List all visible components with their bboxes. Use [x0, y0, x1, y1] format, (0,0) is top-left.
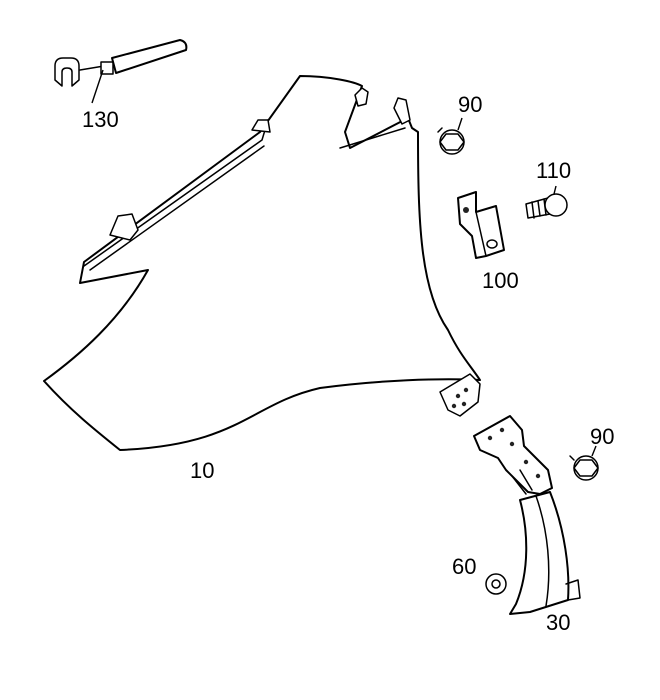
fender-tab-rear: [393, 97, 411, 125]
nut-stud: [569, 455, 575, 461]
bracket-hole: [463, 207, 469, 213]
fender-tab-top: [251, 119, 271, 133]
fender-tab-front: [109, 213, 139, 241]
bracket-100: 100: [457, 191, 519, 293]
liner-lower: [509, 491, 570, 615]
label-90-bottom: 90: [590, 424, 614, 449]
bracket-slot: [486, 239, 498, 249]
bolt-110: 110: [525, 158, 571, 219]
fender-10: 10: [43, 75, 481, 483]
clip-stem: [79, 65, 105, 71]
liner-hole: [509, 441, 515, 447]
nut-90-top: 90: [437, 92, 482, 155]
nut-stud: [437, 127, 443, 133]
clip-outline: [54, 57, 80, 87]
liner-hole: [499, 427, 505, 433]
label-30: 30: [546, 610, 570, 635]
liner-upper: [473, 415, 553, 495]
bracket-body: [457, 191, 505, 259]
washer-60: 60: [452, 554, 507, 595]
liner-detail: [511, 469, 533, 495]
bracket-fold: [475, 211, 487, 257]
plate-hole: [451, 403, 457, 409]
fender-panel: [43, 75, 481, 451]
seal-strip: [111, 39, 188, 74]
label-10: 10: [190, 458, 214, 483]
liner-bracket-30: 30: [473, 415, 581, 635]
leader-90-top: [457, 117, 463, 131]
liner-rib: [535, 495, 550, 607]
washer-outer: [485, 573, 507, 595]
nut-hex: [439, 133, 465, 151]
fender-flange: [339, 127, 406, 149]
clip-seal-130: 130: [54, 39, 188, 132]
washer-inner: [491, 579, 501, 589]
liner-tab: [565, 579, 581, 601]
liner-hole: [487, 435, 493, 441]
seal-cap: [100, 61, 114, 75]
fender-tab-mid: [354, 87, 369, 107]
leader-90-bottom: [591, 445, 597, 457]
plate-hole: [461, 401, 467, 407]
nut-90-bottom: 90: [569, 424, 614, 481]
bolt-head: [544, 193, 568, 217]
liner-hole: [523, 459, 529, 465]
label-130: 130: [82, 107, 119, 132]
label-110: 110: [536, 158, 571, 183]
label-90-top: 90: [458, 92, 482, 117]
label-60: 60: [452, 554, 476, 579]
leader-130: [91, 69, 104, 104]
fender-edge-inner: [89, 145, 265, 271]
leader-110: [553, 185, 557, 195]
fender-rear-plate: [439, 373, 481, 417]
liner-hole: [535, 473, 541, 479]
plate-hole: [455, 393, 461, 399]
nut-hex: [573, 459, 599, 477]
label-100: 100: [482, 268, 519, 293]
plate-hole: [463, 387, 469, 393]
